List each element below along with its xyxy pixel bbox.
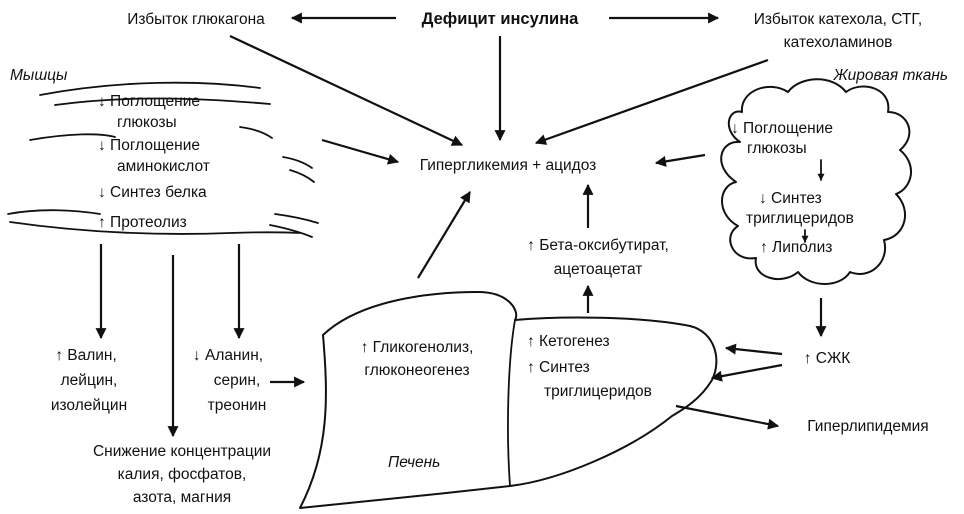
minerals-line3: азота, магния xyxy=(133,489,231,506)
muscle-item-2-line2: аминокислот xyxy=(117,158,210,175)
ketones-line1: ↑ Бета-оксибутират, xyxy=(527,237,669,254)
alanine-line3: треонин xyxy=(208,397,267,414)
liver-right-line1: ↑ Кетогенез xyxy=(527,333,610,350)
arrow-ffa-to-tg-synthesis xyxy=(712,365,782,378)
liver-right-line3: триглицеридов xyxy=(544,383,652,400)
bcaa-line1: ↑ Валин, xyxy=(55,347,117,364)
arrow-liver-to-central xyxy=(418,192,470,278)
fat-item-1-line2: глюкозы xyxy=(747,140,807,157)
muscle-title: Мышцы xyxy=(10,67,68,84)
liver-right-line2: ↑ Синтез xyxy=(527,359,590,376)
arrow-liver-to-hyperlipidemia xyxy=(676,406,778,426)
bcaa-line3: изолейцин xyxy=(51,397,127,414)
fat-item-3: ↑ Липолиз xyxy=(760,239,832,256)
muscle-item-3: ↓ Синтез белка xyxy=(98,184,207,201)
minerals-line2: калия, фосфатов, xyxy=(118,466,247,483)
muscle-item-2-line1: ↓ Поглощение xyxy=(98,137,200,154)
alanine-line1: ↓ Аланин, xyxy=(193,347,263,364)
fat-item-2-line2: триглицеридов xyxy=(746,210,854,227)
ffa-label: ↑ СЖК xyxy=(804,350,851,367)
fat-tissue-title: Жировая ткань xyxy=(832,67,948,84)
minerals-line1: Снижение концентрации xyxy=(93,443,271,460)
arrow-ffa-to-ketogenesis xyxy=(726,348,782,354)
fat-item-2-line1: ↓ Синтез xyxy=(759,190,822,207)
glucagon-excess-label: Избыток глюкагона xyxy=(127,11,265,28)
fat-item-1-line1: ↓ Поглощение xyxy=(731,120,833,137)
liver-left-line2: глюконеогенез xyxy=(364,362,469,379)
muscle-item-1-line2: глюкозы xyxy=(117,114,177,131)
liver-title: Печень xyxy=(388,454,440,471)
alanine-line2: серин, xyxy=(214,372,261,389)
hyperlipidemia-label: Гиперлипидемия xyxy=(807,418,928,435)
arrow-muscle-to-central xyxy=(322,140,398,162)
liver-lobe-divider xyxy=(508,320,515,486)
arrow-fat-to-central xyxy=(656,155,705,163)
catechol-excess-label-2: катехоламинов xyxy=(784,34,893,51)
ketones-line2: ацетоацетат xyxy=(554,261,643,278)
arrow-glucagon-to-central xyxy=(230,36,462,145)
hyperglycemia-acidosis-label: Гипергликемия + ацидоз xyxy=(420,157,597,174)
muscle-item-1-line1: ↓ Поглощение xyxy=(98,93,200,110)
catechol-excess-label: Избыток катехола, СТГ, xyxy=(754,11,922,28)
insulin-deficit-label: Дефицит инсулина xyxy=(422,10,580,28)
bcaa-line2: лейцин, xyxy=(61,372,118,389)
liver-left-line1: ↑ Гликогенолиз, xyxy=(361,339,474,356)
muscle-item-4: ↑ Протеолиз xyxy=(98,214,187,231)
